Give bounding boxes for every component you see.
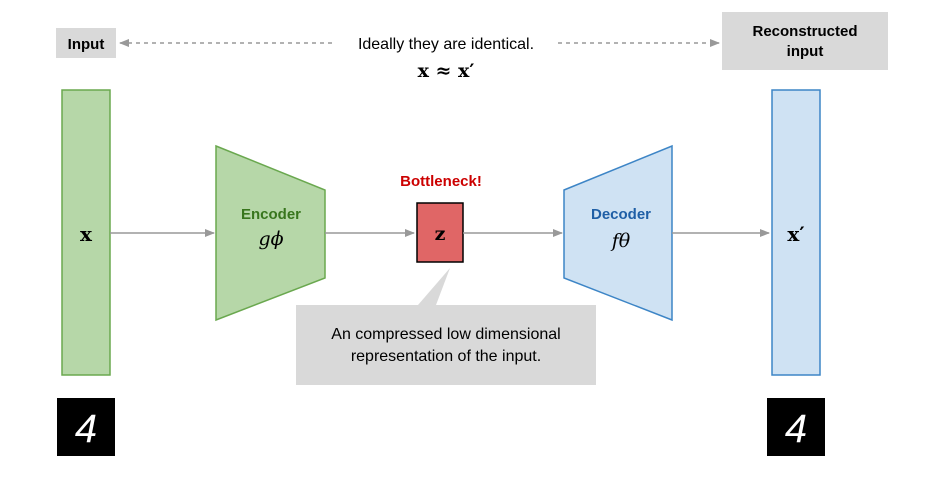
output-digit: 4 — [785, 407, 807, 451]
identical-note: Ideally they are identical. — [358, 36, 534, 53]
bottleneck-symbol: z — [435, 223, 446, 245]
output-column — [771, 89, 821, 376]
callout-box — [296, 305, 596, 385]
decoder-function: fθ — [610, 230, 631, 252]
reconstructed-label-line2: input — [787, 43, 824, 60]
input-digit-image — [57, 398, 115, 456]
output-digit-image — [767, 398, 825, 456]
bottleneck-title: Bottleneck! — [400, 173, 482, 190]
decoder-block — [563, 144, 673, 322]
input-digit: 4 — [75, 407, 97, 451]
bottleneck-box — [416, 202, 464, 263]
input-label: Input — [68, 36, 105, 53]
input-column — [61, 89, 111, 376]
reconstructed-label-line1: Reconstructed — [752, 23, 857, 40]
encoder-function: gϕ — [258, 228, 283, 250]
input-label-box — [56, 28, 116, 58]
reconstructed-label-box — [722, 12, 888, 70]
callout-line2: representation of the input. — [351, 348, 541, 365]
callout-line1: An compressed low dimensional — [331, 326, 560, 343]
decoder-title: Decoder — [591, 206, 651, 223]
output-symbol: x′ — [787, 222, 804, 246]
encoder-title: Encoder — [241, 206, 301, 223]
input-symbol: x — [80, 222, 93, 246]
encoder-block — [215, 144, 326, 322]
approx-formula: x ≈ x′ — [418, 60, 475, 82]
callout-pointer — [418, 268, 450, 305]
